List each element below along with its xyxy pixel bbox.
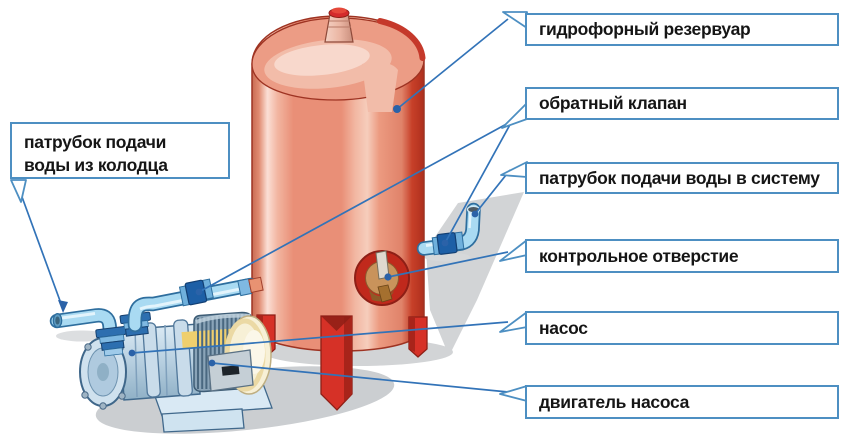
leader-inlet-pipe xyxy=(17,185,64,310)
leader-outlet-pipe xyxy=(474,169,511,215)
label-outlet-pipe: патрубок подачи воды в систему xyxy=(525,162,839,194)
callout-wedges xyxy=(10,11,528,402)
system-outlet-pipe xyxy=(416,202,481,256)
check-valve-right xyxy=(431,231,465,256)
label-reservoir: гидрофорный резервуар xyxy=(525,13,839,46)
label-inlet-pipe: патрубок подачи воды из колодца xyxy=(10,122,230,179)
label-pump: насос xyxy=(525,311,839,345)
leader-control-hole xyxy=(387,251,509,278)
label-control-hole: контрольное отверстие xyxy=(525,239,839,273)
pump-to-tank-pipe xyxy=(119,276,264,337)
motor-terminal-box xyxy=(207,349,254,392)
leader-check-valve-right xyxy=(444,120,513,244)
tank-inlet-connector xyxy=(237,276,264,297)
leader-pump-motor xyxy=(211,362,509,393)
leader-lines xyxy=(17,18,513,393)
tank-top-valve xyxy=(324,7,354,43)
control-hole xyxy=(354,250,410,306)
leader-pump xyxy=(131,321,509,354)
label-check-valve: обратный клапан xyxy=(525,87,839,120)
leader-dots xyxy=(58,105,479,367)
tank-lid xyxy=(251,17,426,112)
pump-housing xyxy=(102,319,201,401)
leader-check-valve-left xyxy=(198,120,513,293)
label-pump-motor: двигатель насоса xyxy=(525,385,839,419)
leader-reservoir xyxy=(396,18,509,110)
